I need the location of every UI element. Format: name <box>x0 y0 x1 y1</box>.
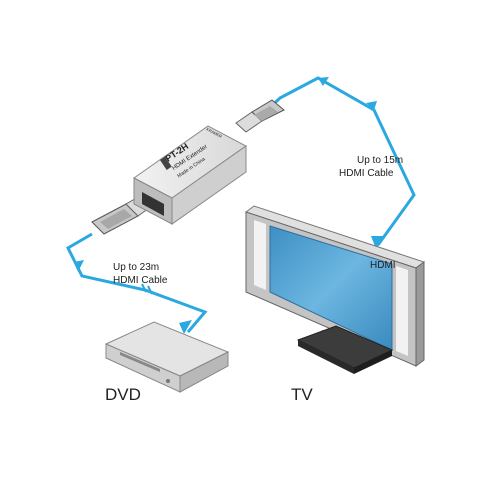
hdmi-extender-device: PT-2H HDMI Extender Made in China KRAMER <box>133 125 247 225</box>
hdmi-port-icon <box>142 192 164 216</box>
power-button-icon <box>166 379 170 383</box>
arrow-icon <box>318 77 329 86</box>
cable-out-length-label: Up to 15m <box>357 155 403 166</box>
tv-label: TV <box>291 385 313 404</box>
arrow-icon <box>179 320 192 334</box>
logo-icon <box>160 156 172 170</box>
cable-break-icon <box>141 283 153 295</box>
hdmi-plug-icon <box>235 99 285 133</box>
cable-out-type-label: HDMI Cable <box>339 168 394 179</box>
tv-device <box>244 205 426 374</box>
disc-tray <box>120 352 160 372</box>
cable-in-type-label: HDMI Cable <box>113 275 168 286</box>
arrow-icon <box>74 260 84 272</box>
dvd-label: DVD <box>105 385 141 404</box>
cable-line <box>66 232 208 333</box>
speaker-left <box>254 220 266 290</box>
dvd-player-device <box>104 321 230 393</box>
speaker-right <box>396 266 408 356</box>
cable-in-length-label: Up to 23m <box>113 262 159 273</box>
hdmi-cable-from-dvd <box>66 195 208 334</box>
tv-input-label: HDMI <box>370 260 396 271</box>
arrow-icon <box>366 101 377 110</box>
